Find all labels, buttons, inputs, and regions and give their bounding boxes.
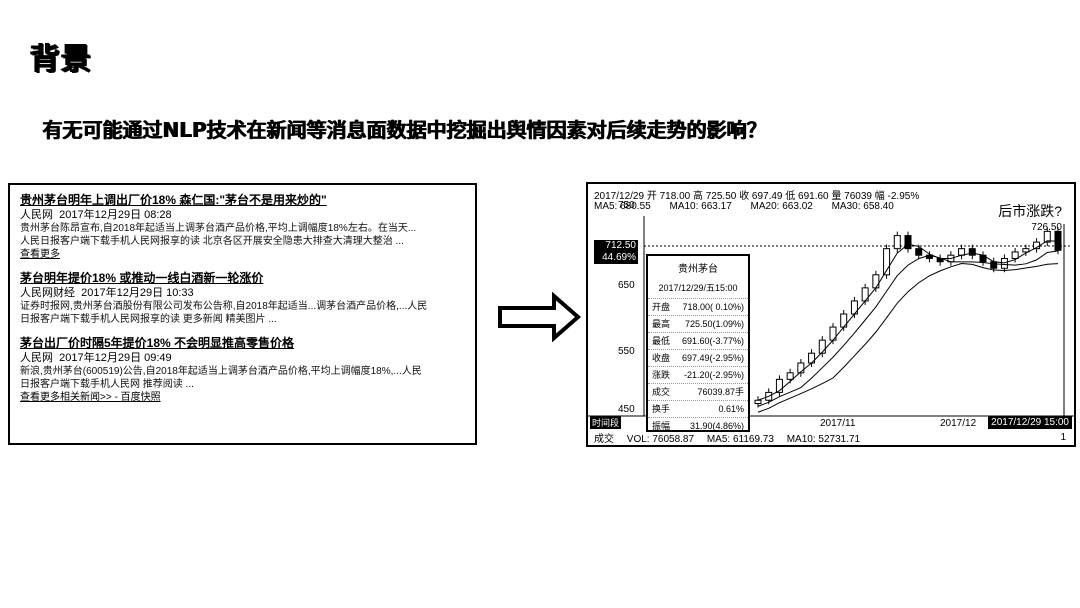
- candle-body: [1043, 230, 1051, 243]
- news-item: 茅台明年提价18% 或推动一线白酒新一轮涨价 人民网财经 2017年12月29日…: [20, 271, 467, 326]
- chart-ohlc-header: 2017/12/29 开 718.00 高 725.50 收 697.49 低 …: [594, 191, 920, 202]
- candle-body: [883, 248, 891, 276]
- y-cursor-pct: 44.69%: [594, 252, 638, 264]
- news-snippet: 人民日报客户端下载手机人民网报享的读 北京各区开展安全隐患大排查大清理大整治 .…: [20, 236, 404, 247]
- candle-body: [904, 235, 912, 250]
- candle-body: [958, 248, 966, 256]
- candle-body: [775, 378, 783, 393]
- y-tick: 550: [618, 346, 635, 357]
- volume-scale-mark: 1: [1060, 432, 1066, 443]
- candle-body: [872, 274, 880, 289]
- news-snippet: 新浪,贵州茅台(600519)公告,自2018年起适当上调茅台酒产品价格,平均上…: [20, 366, 422, 377]
- ma-line: [757, 240, 1059, 401]
- news-title[interactable]: 贵州茅台明年上调出厂价18% 森仁国:"茅台不是用来炒的": [20, 193, 327, 207]
- right-arrow-icon: [498, 292, 582, 342]
- news-meta: 人民网 2017年12月29日 09:49: [20, 352, 172, 364]
- y-tick: 450: [618, 404, 635, 415]
- candle-body: [754, 399, 762, 405]
- candle-body: [786, 372, 794, 380]
- tooltip-stock-name: 贵州茅台: [678, 264, 718, 275]
- tooltip-row: 涨跌-21.20(-2.95%): [648, 366, 748, 383]
- candle-body: [818, 339, 826, 354]
- stock-chart-panel: 2017/12/29 开 718.00 高 725.50 收 697.49 低 …: [586, 182, 1076, 447]
- chart-question: 后市涨跌?: [998, 203, 1062, 219]
- y-tick: 750: [618, 200, 635, 211]
- news-meta: 人民网 2017年12月29日 08:28: [20, 209, 172, 221]
- period-box[interactable]: 时间段: [590, 416, 622, 429]
- ma-line: [757, 263, 1059, 413]
- candle-body: [915, 248, 923, 256]
- news-snippet: 日报客户端下载手机人民网报享的读 更多新闻 精美图片 ...: [20, 314, 277, 325]
- tooltip-date: 2017/12/29/五15:00: [658, 283, 738, 293]
- candle-body: [1011, 251, 1019, 259]
- candle-body: [797, 362, 805, 374]
- news-snippet: 贵州茅台陈昂宣布,自2018年起适当上调茅台酒产品价格,平均上调幅度18%左右。…: [20, 223, 417, 234]
- news-meta: 人民网财经 2017年12月29日 10:33: [20, 287, 194, 299]
- news-item: 贵州茅台明年上调出厂价18% 森仁国:"茅台不是用来炒的" 人民网 2017年1…: [20, 193, 467, 261]
- x-cursor-date: 2017/12/29 15:00: [988, 416, 1072, 429]
- news-more-link[interactable]: 查看更多相关新闻>> - 百度快照: [20, 392, 161, 403]
- y-tick: 650: [618, 280, 635, 291]
- y-cursor-price: 712.50: [594, 240, 638, 252]
- chart-ma-header: MA5: 680.55 MA10: 663.17 MA20: 663.02 MA…: [594, 201, 894, 212]
- candle-body: [1022, 248, 1030, 253]
- news-search-results: 贵州茅台明年上调出厂价18% 森仁国:"茅台不是用来炒的" 人民网 2017年1…: [8, 183, 477, 445]
- news-title[interactable]: 茅台出厂价时隔5年提价18% 不会明显推高零售价格: [20, 336, 295, 350]
- candle-body: [1000, 257, 1008, 269]
- news-more-link[interactable]: 查看更多: [20, 249, 60, 260]
- news-snippet: 日报客户端下载手机人民网 推荐阅读 ...: [20, 379, 194, 390]
- research-question: 有无可能通过NLP技术在新闻等消息面数据中挖掘出舆情因素对后续走势的影响？: [42, 118, 767, 142]
- news-item: 茅台出厂价时隔5年提价18% 不会明显推高零售价格 人民网 2017年12月29…: [20, 336, 467, 404]
- x-tick: 2017/12: [940, 418, 977, 429]
- price-plot: [588, 216, 1074, 417]
- news-snippet: 证券时报网,贵州茅台酒股份有限公司发布公告称,自2018年起适当...调茅台酒产…: [20, 301, 428, 312]
- ma-line: [757, 250, 1059, 407]
- volume-header: 成交 VOL: 76058.87 MA5: 61169.73 MA10: 527…: [594, 434, 861, 445]
- news-title[interactable]: 茅台明年提价18% 或推动一线白酒新一轮涨价: [20, 271, 264, 285]
- candle-body: [968, 248, 976, 256]
- candle-body: [990, 261, 998, 269]
- page-heading: 背景: [30, 42, 92, 77]
- candle-body: [893, 235, 901, 250]
- max-price-label: 726.50: [1031, 222, 1062, 233]
- x-tick: 2017/11: [820, 418, 856, 429]
